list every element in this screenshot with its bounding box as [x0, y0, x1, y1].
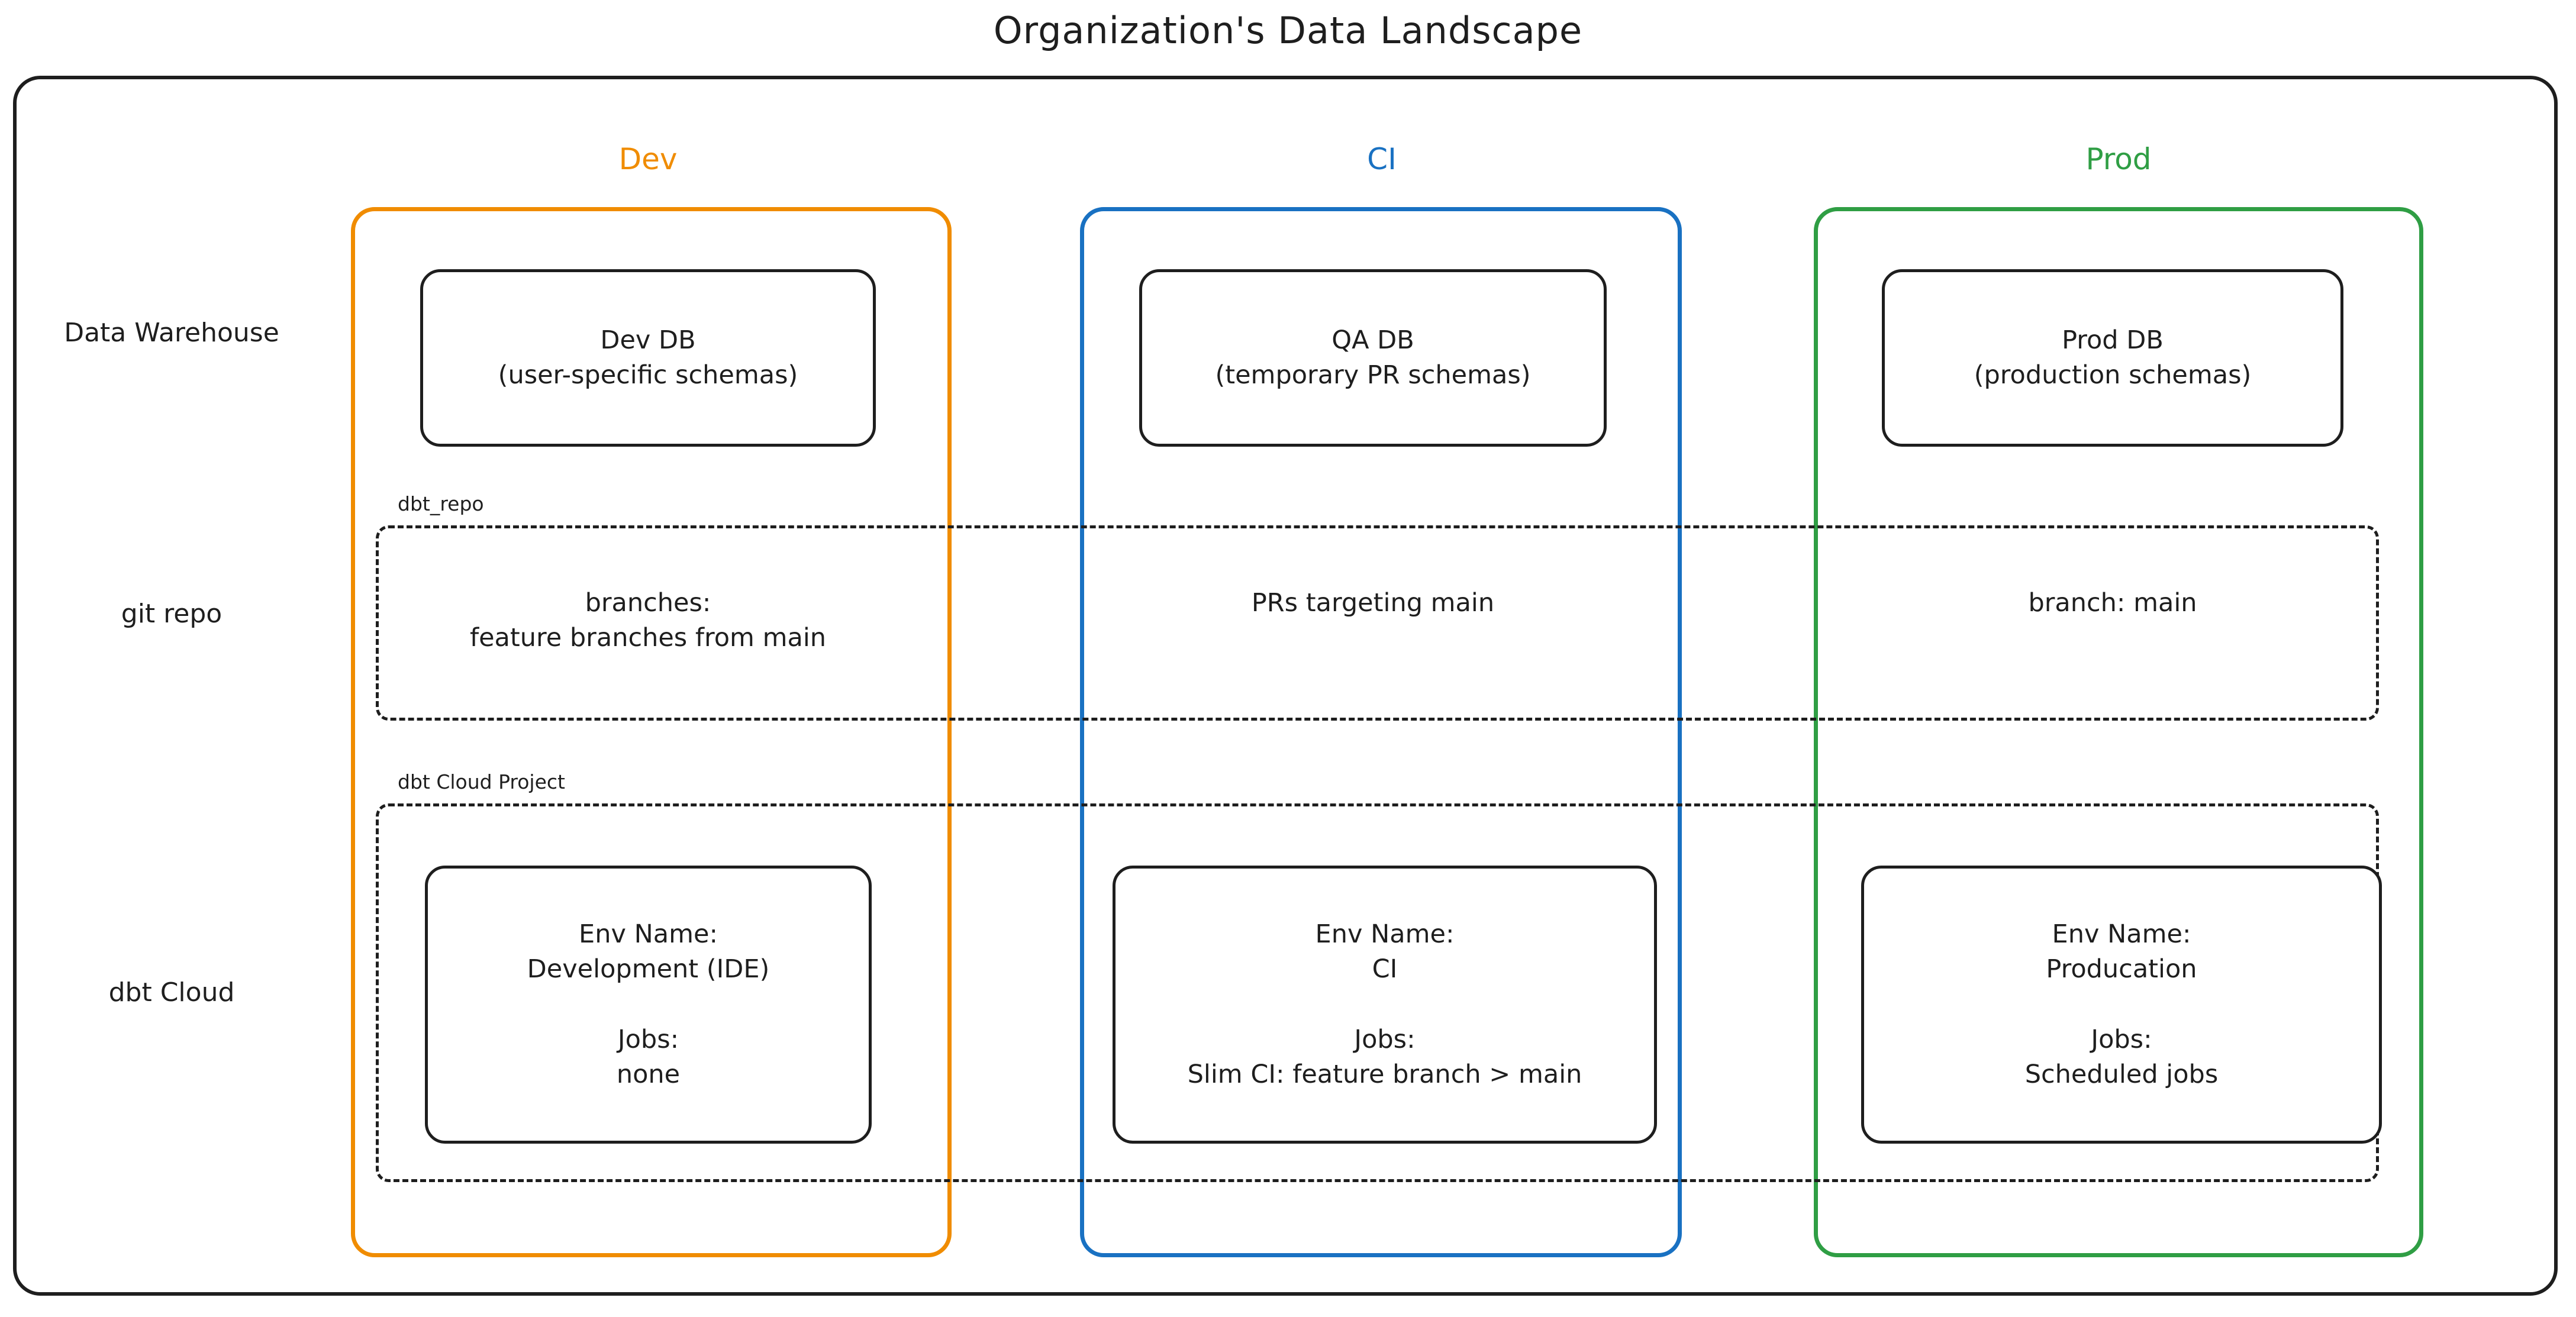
row-label-dbt-cloud: dbt Cloud — [108, 977, 235, 1008]
row-label-data-warehouse: Data Warehouse — [64, 318, 279, 348]
column-frame-ci — [1080, 207, 1682, 1257]
git-repo-container-label: dbt_repo — [398, 492, 484, 515]
data-warehouse-box-ci: QA DB (temporary PR schemas) — [1139, 269, 1607, 447]
column-frame-prod — [1814, 207, 2423, 1257]
data-warehouse-text-dev: Dev DB (user-specific schemas) — [498, 325, 798, 390]
git-repo-text-dev: branches: feature branches from main — [469, 588, 827, 653]
git-repo-text-prod: branch: main — [2028, 588, 2197, 618]
column-header-dev: Dev — [618, 142, 678, 176]
data-warehouse-text-prod: Prod DB (production schemas) — [1974, 325, 2252, 390]
column-header-ci: CI — [1367, 142, 1397, 176]
row-label-git-repo: git repo — [121, 599, 223, 629]
dbt-cloud-project-container-label: dbt Cloud Project — [398, 770, 565, 793]
git-repo-text-ci: PRs targeting main — [1251, 588, 1495, 618]
data-warehouse-box-prod: Prod DB (production schemas) — [1882, 269, 2343, 447]
data-warehouse-box-dev: Dev DB (user-specific schemas) — [420, 269, 876, 447]
data-warehouse-text-ci: QA DB (temporary PR schemas) — [1215, 325, 1531, 390]
column-frame-dev — [351, 207, 952, 1257]
dbt-cloud-env-box-prod: Env Name: Producation Jobs: Scheduled jo… — [1861, 866, 2382, 1144]
dbt-cloud-env-box-dev: Env Name: Development (IDE) Jobs: none — [425, 866, 872, 1144]
dbt-cloud-env-text-ci: Env Name: CI Jobs: Slim CI: feature bran… — [1187, 919, 1582, 1089]
git-repo-container — [376, 525, 2379, 721]
dbt-cloud-env-text-prod: Env Name: Producation Jobs: Scheduled jo… — [2024, 919, 2219, 1089]
dbt-cloud-env-box-ci: Env Name: CI Jobs: Slim CI: feature bran… — [1113, 866, 1657, 1144]
dbt-cloud-env-text-dev: Env Name: Development (IDE) Jobs: none — [527, 919, 770, 1089]
outer-frame — [13, 76, 2558, 1296]
page-title: Organization's Data Landscape — [993, 9, 1583, 52]
column-header-prod: Prod — [2085, 142, 2152, 176]
